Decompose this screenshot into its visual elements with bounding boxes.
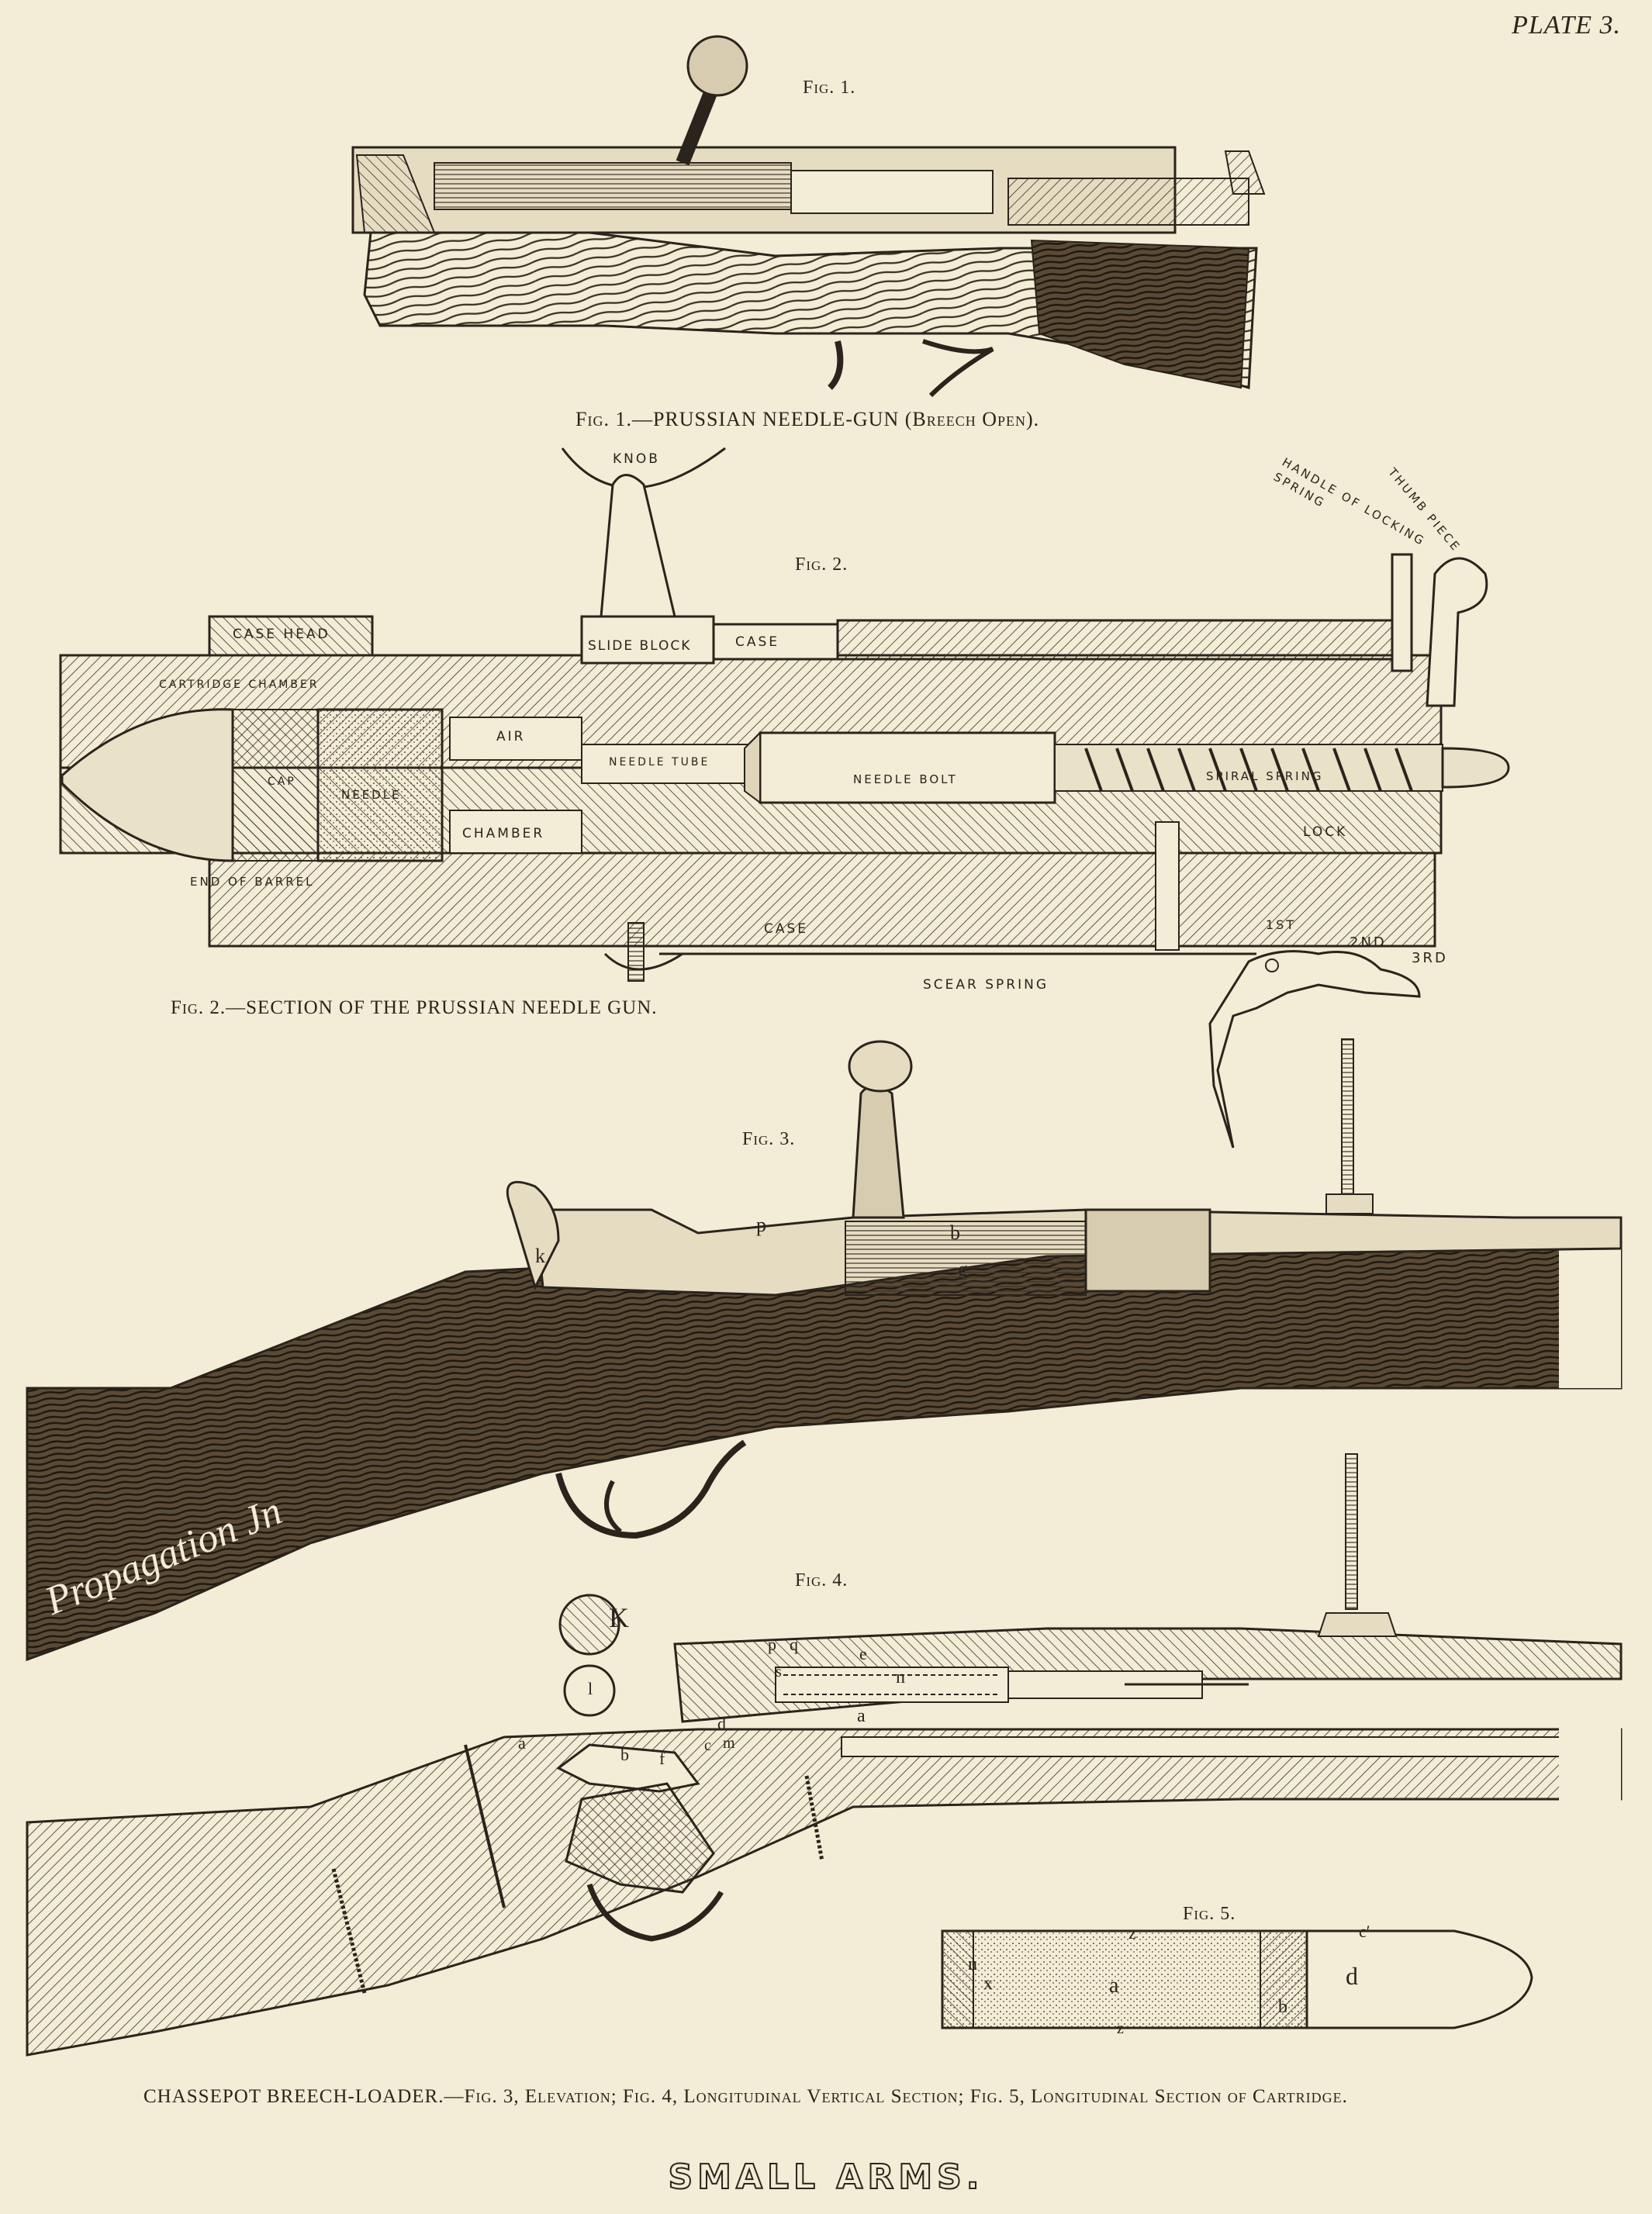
fig4-letter-l: l [588,1679,593,1698]
fig4-letter-e: e [859,1644,867,1663]
fig4-letter-b: b [620,1745,629,1764]
fig2-label-third: 3RD [1412,950,1448,966]
fig4-letter-q: q [790,1635,798,1654]
fig5-letter-x: x [983,1974,993,1994]
fig4-letter-d: d [717,1714,726,1733]
fig2-label-needle-bolt: NEEDLE BOLT [853,772,958,786]
fig5-drawing [941,1929,1533,2029]
plate-title: SMALL ARMS. [667,2157,984,2198]
fig2-label: Fig. 2. [795,554,848,575]
fig5-letter-b: b [1278,1997,1287,2017]
fig4-letter-n: n [896,1667,905,1687]
fig1-caption: Fig. 1.—PRUSSIAN NEEDLE-GUN (Breech Open… [575,408,1040,430]
fig2-drawing [59,447,1510,1148]
fig3-letter-g: g [958,1258,968,1280]
fig2-caption: Fig. 2.—SECTION OF THE PRUSSIAN NEEDLE G… [171,997,658,1018]
fig4-letter-K: K [609,1602,629,1633]
fig2-label-needle-tube: NEEDLE TUBE [609,756,710,769]
fig2-label-first: 1ST [1266,917,1297,932]
fig4-letter-m: m [723,1735,735,1752]
fig5-letter-z-top: z [1128,1923,1136,1943]
fig5-label: Fig. 5. [1183,1904,1236,1924]
fig2-label-needle: NEEDLE [341,788,402,802]
fig4-letter-c: c [704,1737,711,1754]
fig3-drawing [26,1038,1623,1662]
fig3-letter-p: p [756,1214,766,1236]
fig1-label: Fig. 1. [803,78,856,98]
fig2-label-cap: CAP [268,775,296,788]
fig2-label-case-head: CASE HEAD [233,627,330,642]
fig2-label-case-bottom: CASE [764,921,809,937]
fig2-label-spiral-spring: SPIRAL SPRING [1206,769,1324,783]
fig2-label-chamber: CHAMBER [462,826,545,841]
fig5-letter-d: d [1346,1962,1358,1990]
fig2-label-lock: LOCK [1303,824,1348,840]
fig2-label-air: AIR [496,729,526,744]
fig3-letter-k: k [535,1245,545,1267]
fig5-letter-c-prime: c′ [1359,1922,1370,1941]
fig4-letter-a-bolt: a [857,1706,866,1726]
fig2-label-scear-spring: SCEAR SPRING [923,977,1049,993]
fig5-letter-a: a [1109,1974,1119,1998]
fig3-label: Fig. 3. [742,1129,796,1149]
chassepot-caption: CHASSEPOT BREECH-LOADER.—Fig. 3, Elevati… [143,2086,1348,2107]
fig4-letter-a-trigger: a [518,1733,526,1753]
fig2-label-knob: KNOB [613,451,660,467]
fig4-letter-p: p [768,1635,776,1654]
fig2-label-end-of-barrel: END OF BARREL [190,875,315,889]
fig2-label-second: 2ND [1350,934,1387,951]
plate-number: PLATE 3. [1512,11,1621,40]
fig3-letter-b: b [950,1221,960,1244]
fig2-label-cartridge-chamber: CARTRIDGE CHAMBER [159,679,320,691]
fig4-letter-f: f [659,1749,665,1768]
fig1-drawing [351,35,1266,398]
fig2-label-slide-block: SLIDE BLOCK [588,638,692,654]
fig4-letter-s: s [776,1663,782,1680]
fig4-drawing [26,1453,1623,2057]
fig4-label: Fig. 4. [795,1570,848,1591]
fig2-label-case-top: CASE [735,634,780,650]
fig5-letter-z-bottom: z [1117,2020,1124,2037]
fig5-letter-n: n [968,1954,977,1974]
